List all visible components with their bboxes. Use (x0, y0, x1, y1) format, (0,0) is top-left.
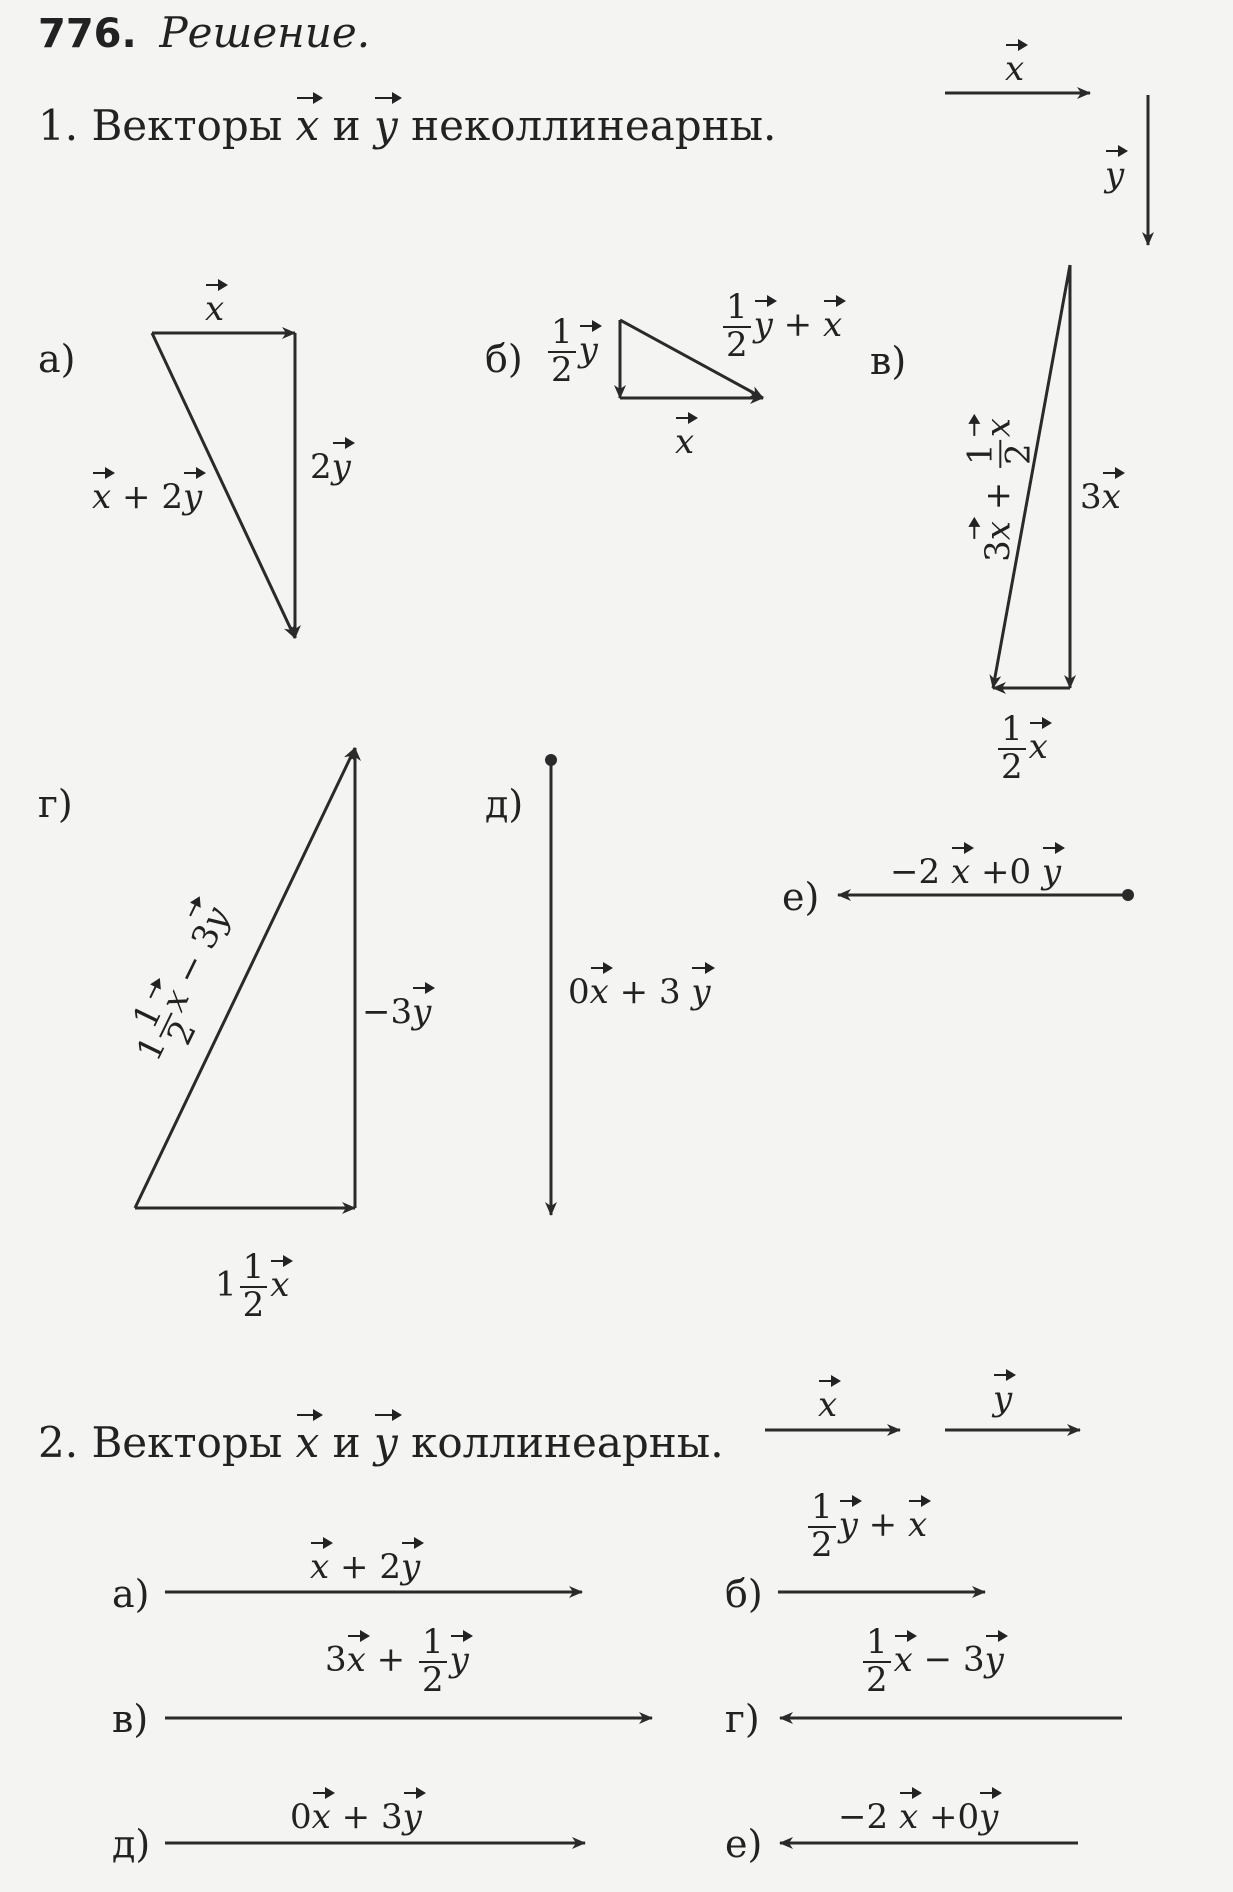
label-d: д) (485, 782, 524, 826)
e-expr-label: −2 x +0 y (890, 842, 1066, 889)
a-sum-label: x + 2y (92, 467, 207, 514)
p2-a-expr: x + 2y (310, 1537, 425, 1584)
part1-statement: 1. Векторы x и y неколлинеарны. (38, 92, 777, 150)
part1-x: x (296, 92, 323, 147)
label-g: г) (38, 782, 73, 826)
problem-title: Решение. (159, 8, 371, 57)
a-x-label: x (205, 279, 229, 326)
p2-d-expr: 0x + 3y (290, 1787, 427, 1834)
g-neg3y-label: −3y (362, 982, 436, 1029)
p2-label-b: б) (725, 1572, 763, 1616)
part2-number: 2. (38, 1418, 79, 1467)
part2-word-and: и (332, 1418, 361, 1467)
ref-y-label: y (1105, 145, 1129, 192)
p2-label-d: д) (112, 1822, 151, 1866)
label-v: в) (870, 339, 907, 383)
b-x-label: x (675, 412, 699, 459)
d-start-dot (545, 754, 557, 766)
v-vector-sum (989, 264, 1072, 689)
a-vector-sum (150, 332, 297, 639)
part2-word-collinear: коллинеарны. (411, 1418, 724, 1467)
part1-word-noncollinear: неколлинеарны. (411, 101, 777, 150)
part2-word-vectors: Векторы (91, 1418, 283, 1467)
g-vector-sum (133, 747, 357, 1209)
problem-number: 776. (38, 11, 137, 57)
problem-heading: 776. Решение. (38, 11, 370, 57)
p2-e-expr: −2 x +0y (838, 1787, 1003, 1834)
ref-x-label: x (1005, 39, 1029, 86)
part1-word-and: и (332, 101, 361, 150)
label-a: а) (38, 337, 76, 381)
p2-label-v: в) (112, 1697, 149, 1741)
part1-y: y (374, 92, 402, 147)
p2-label-a: а) (112, 1572, 150, 1616)
ref2-y-label: y (993, 1369, 1017, 1416)
part2-x: x (296, 1409, 323, 1464)
label-b: б) (485, 337, 523, 381)
ref2-x-label: x (818, 1375, 842, 1422)
v-3x-label: 3x (1080, 467, 1126, 514)
part1-word-vectors: Векторы (91, 101, 283, 150)
e-start-dot (1122, 889, 1134, 901)
part1-number: 1. (38, 101, 79, 150)
part2-y: y (374, 1409, 402, 1464)
label-e: е) (782, 875, 820, 919)
b-vector-sum (619, 318, 764, 400)
d-expr-label: 0x + 3 y (568, 962, 715, 1009)
p2-label-e: е) (725, 1822, 763, 1866)
a-2y-label: 2y (310, 437, 356, 484)
p2-label-g: г) (725, 1697, 760, 1741)
part2-statement: 2. Векторы x и y коллинеарны. (38, 1409, 724, 1467)
